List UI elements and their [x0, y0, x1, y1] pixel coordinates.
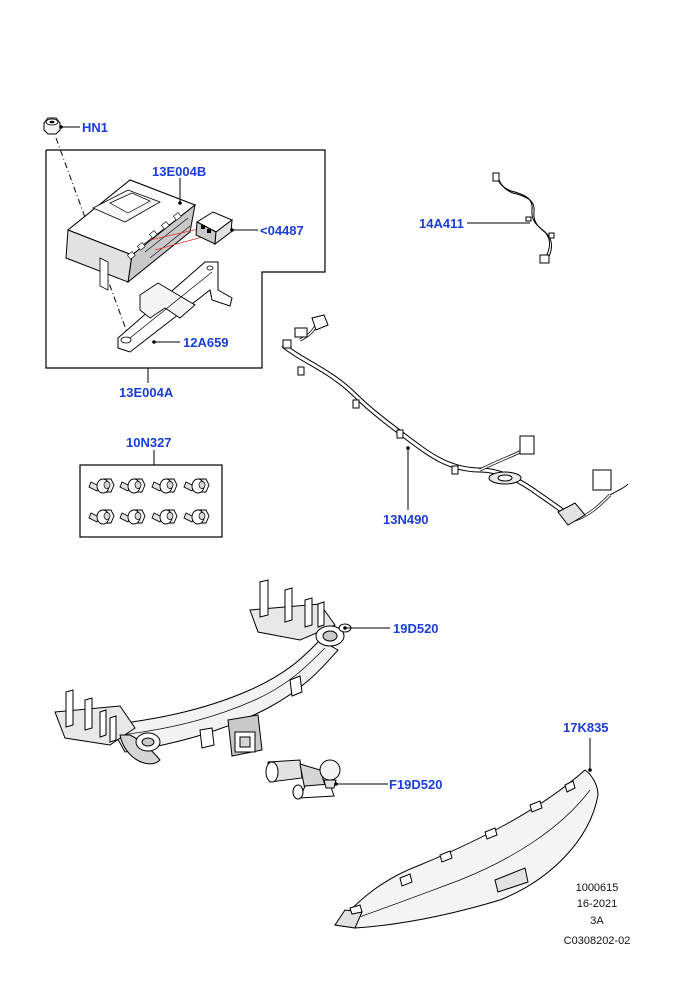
callout-14a411[interactable]: 14A411 — [419, 216, 464, 231]
callout-04487[interactable]: <04487 — [260, 223, 304, 238]
bolt-group — [88, 478, 210, 525]
bumper-cover-icon[interactable] — [333, 769, 599, 929]
stamp-drawing-number: C0308202-02 — [564, 935, 631, 947]
callout-13e004a[interactable]: 13E004A — [119, 385, 174, 400]
bolt-icon[interactable] — [119, 509, 146, 525]
bolt-icon[interactable] — [151, 509, 178, 525]
callout-19d520[interactable]: 19D520 — [393, 621, 439, 636]
control-module-icon[interactable] — [65, 179, 196, 291]
harness-connector — [282, 314, 612, 526]
callout-17k835[interactable]: 17K835 — [563, 720, 609, 735]
leader-dot — [230, 228, 234, 232]
nut-icon[interactable] — [43, 117, 61, 135]
callout-10n327[interactable]: 10N327 — [126, 435, 172, 450]
bracket-icon[interactable] — [117, 261, 233, 353]
callout-hn1[interactable]: HN1 — [82, 120, 108, 135]
callout-f19d520[interactable]: F19D520 — [389, 777, 442, 792]
tow-ball-icon[interactable] — [265, 759, 341, 800]
stamp-revision: 3A — [590, 915, 604, 927]
bolt-icon[interactable] — [88, 509, 115, 525]
bolt-icon[interactable] — [183, 478, 210, 494]
tow-bar-icon[interactable] — [54, 579, 352, 765]
connection-guide-line — [154, 235, 207, 251]
callout-12a659[interactable]: 12A659 — [183, 335, 229, 350]
bolt-icon[interactable] — [183, 509, 210, 525]
connector-icon[interactable] — [195, 211, 233, 246]
leader-dot — [178, 201, 182, 205]
connection-guide-line — [149, 227, 204, 241]
leader-dot — [343, 626, 347, 630]
wiring-harness-icon[interactable] — [492, 172, 555, 264]
bolt-icon[interactable] — [88, 478, 115, 494]
callout-13e004b[interactable]: 13E004B — [152, 164, 206, 179]
stamp-reference: 1000615 — [576, 882, 619, 894]
leader-dot — [152, 340, 156, 344]
bolt-icon[interactable] — [151, 478, 178, 494]
leader-dot — [588, 768, 592, 772]
bolt-icon[interactable] — [119, 478, 146, 494]
group-outline-13e004a — [45, 149, 326, 369]
wiring-harness-icon[interactable] — [281, 319, 629, 523]
leader-dot — [334, 782, 338, 786]
leader-dot — [406, 446, 410, 450]
stamp-date: 16-2021 — [577, 898, 617, 910]
callout-13n490[interactable]: 13N490 — [383, 512, 429, 527]
bolt-kit-outline — [79, 464, 223, 538]
leader-dot — [59, 125, 63, 129]
